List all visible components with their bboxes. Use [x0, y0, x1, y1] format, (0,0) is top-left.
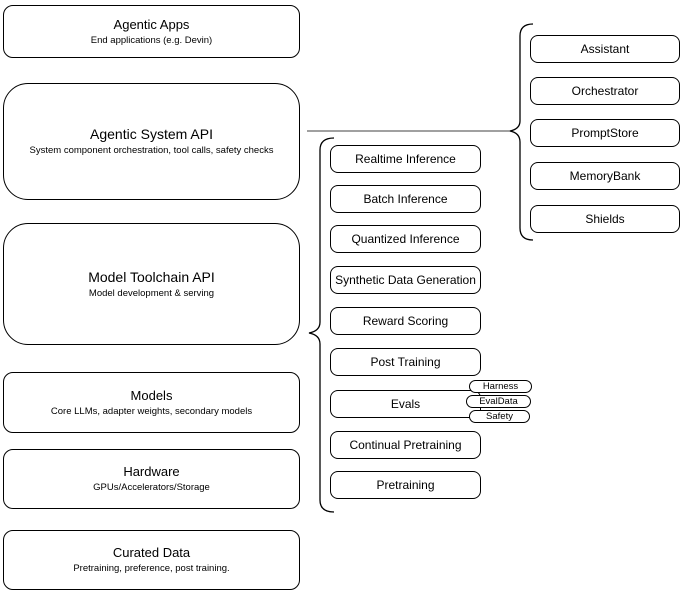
node-title: Hardware: [123, 464, 180, 479]
node-evals: Evals: [330, 390, 481, 418]
node-memorybank: MemoryBank: [530, 162, 680, 190]
node-orchestrator: Orchestrator: [530, 77, 680, 105]
node-agentic-system-api: Agentic System API System component orch…: [3, 83, 300, 200]
node-agentic-apps: Agentic Apps End applications (e.g. Devi…: [3, 5, 300, 58]
node-assistant: Assistant: [530, 35, 680, 63]
tag-harness: Harness: [469, 380, 532, 393]
node-model-toolchain-api: Model Toolchain API Model development & …: [3, 223, 300, 345]
node-subtitle: System component orchestration, tool cal…: [29, 145, 274, 156]
node-subtitle: GPUs/Accelerators/Storage: [93, 482, 210, 493]
node-subtitle: Pretraining, preference, post training.: [73, 563, 230, 574]
node-realtime-inference: Realtime Inference: [330, 145, 481, 173]
node-title: Curated Data: [112, 545, 191, 560]
node-models: Models Core LLMs, adapter weights, secon…: [3, 372, 300, 433]
node-continual-pretraining: Continual Pretraining: [330, 431, 481, 459]
node-promptstore: PromptStore: [530, 119, 680, 147]
node-post-training: Post Training: [330, 348, 481, 376]
node-shields: Shields: [530, 205, 680, 233]
node-title: Agentic Apps: [113, 16, 190, 32]
node-curated-data: Curated Data Pretraining, preference, po…: [3, 530, 300, 590]
tag-safety: Safety: [469, 410, 530, 423]
node-batch-inference: Batch Inference: [330, 185, 481, 213]
node-hardware: Hardware GPUs/Accelerators/Storage: [3, 449, 300, 509]
node-pretraining: Pretraining: [330, 471, 481, 499]
node-title: Agentic System API: [90, 126, 213, 142]
node-synthetic-data-generation: Synthetic Data Generation: [330, 266, 481, 294]
node-subtitle: Model development & serving: [88, 287, 215, 299]
node-quantized-inference: Quantized Inference: [330, 225, 481, 253]
node-subtitle: End applications (e.g. Devin): [90, 34, 213, 46]
node-subtitle: Core LLMs, adapter weights, secondary mo…: [50, 405, 253, 417]
node-title: Models: [130, 387, 173, 403]
tag-evaldata: EvalData: [466, 395, 531, 408]
node-title: Model Toolchain API: [88, 268, 215, 285]
node-reward-scoring: Reward Scoring: [330, 307, 481, 335]
